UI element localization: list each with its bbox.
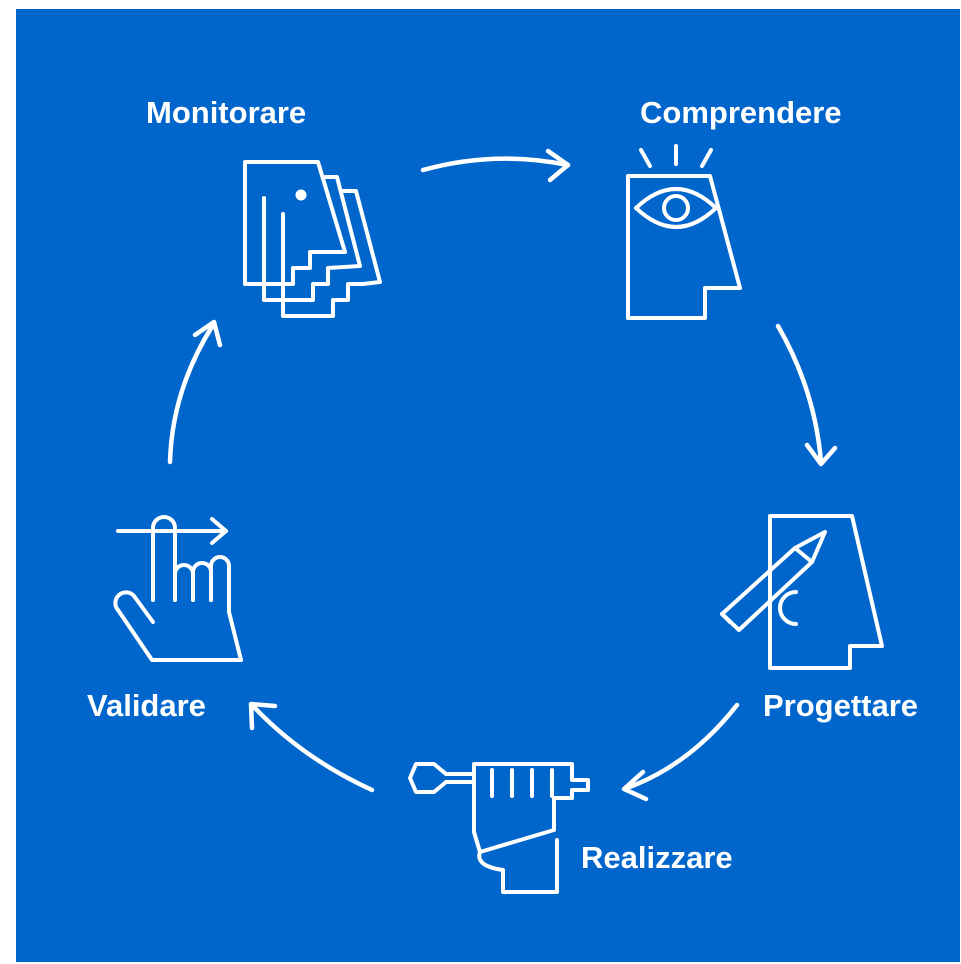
step-label-progettare: Progettare: [763, 688, 919, 723]
arrow-comprendere-to-progettare: [775, 323, 838, 467]
step-label-validare: Validare: [87, 688, 206, 723]
step-label-monitorare: Monitorare: [146, 95, 307, 130]
swipe-hand-icon: [113, 515, 243, 662]
eye-document-icon: [626, 144, 742, 320]
arrow-monitorare-to-comprendere: [420, 148, 571, 183]
step-label-realizzare: Realizzare: [581, 840, 733, 875]
arrow-progettare-to-realizzare: [621, 702, 740, 802]
arrow-realizzare-to-validare: [248, 701, 375, 793]
arrow-validare-to-monitorare: [167, 319, 223, 465]
pencil-document-icon: [720, 514, 884, 670]
wrench-hand-icon: [408, 762, 590, 894]
stacked-documents-icon: [243, 160, 382, 318]
diagram-background: [16, 9, 960, 962]
step-label-comprendere: Comprendere: [640, 95, 842, 130]
